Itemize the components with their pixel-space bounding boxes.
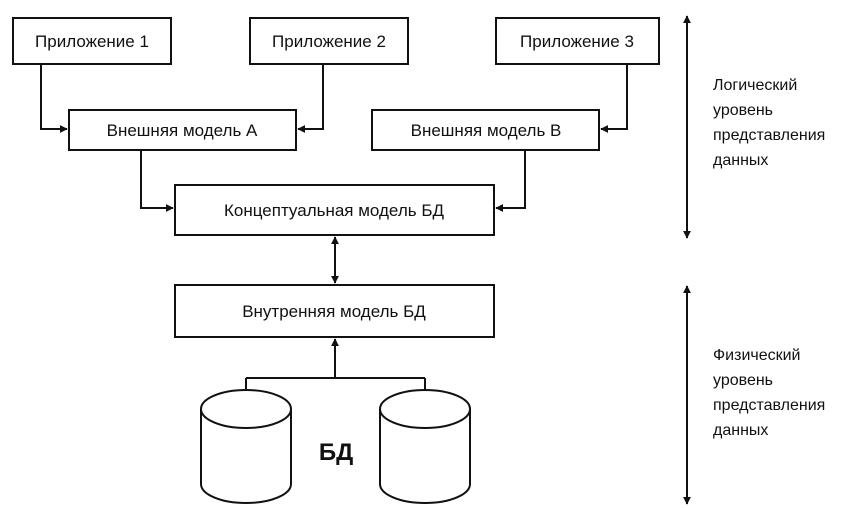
logical-level-line-1: Логический — [713, 77, 797, 94]
database-cylinder-right — [379, 389, 471, 504]
arrow-app1-to-ext-a — [40, 64, 68, 133]
external-model-b-node: Внешняя модель В — [371, 109, 600, 151]
conceptual-model-label: Концептуальная модель БД — [224, 201, 444, 220]
database-cylinder-left — [200, 389, 292, 504]
logical-level-line-2: уровень — [713, 102, 773, 119]
external-model-b-label: Внешняя модель В — [411, 121, 562, 140]
app2-node: Приложение 2 — [249, 17, 409, 65]
app1-node: Приложение 1 — [12, 17, 172, 65]
physical-level-line-4: данных — [713, 422, 768, 439]
arrow-ext-a-to-conceptual — [140, 150, 174, 212]
external-model-a-node: Внешняя модель А — [68, 109, 297, 151]
logical-level-line-3: представления — [713, 127, 825, 144]
arrow-ext-b-to-conceptual — [495, 150, 526, 212]
app3-node: Приложение 3 — [495, 17, 660, 65]
external-model-a-label: Внешняя модель А — [107, 121, 258, 140]
app1-label: Приложение 1 — [35, 32, 149, 51]
arrow-app2-to-ext-a — [297, 64, 324, 133]
internal-model-label: Внутренняя модель БД — [242, 302, 426, 321]
physical-level-caption: Физический уровень представления данных — [713, 347, 825, 439]
arrow-app3-to-ext-b — [600, 64, 628, 133]
app2-label: Приложение 2 — [272, 32, 386, 51]
app3-label: Приложение 3 — [520, 32, 634, 51]
internal-model-node: Внутренняя модель БД — [174, 284, 495, 338]
logical-level-caption: Логический уровень представления данных — [713, 77, 825, 169]
logical-level-line-4: данных — [713, 152, 768, 169]
physical-level-line-1: Физический — [713, 347, 800, 364]
database-label: БД — [319, 439, 353, 466]
conceptual-model-node: Концептуальная модель БД — [174, 184, 495, 236]
physical-level-line-2: уровень — [713, 372, 773, 389]
physical-level-line-3: представления — [713, 397, 825, 414]
